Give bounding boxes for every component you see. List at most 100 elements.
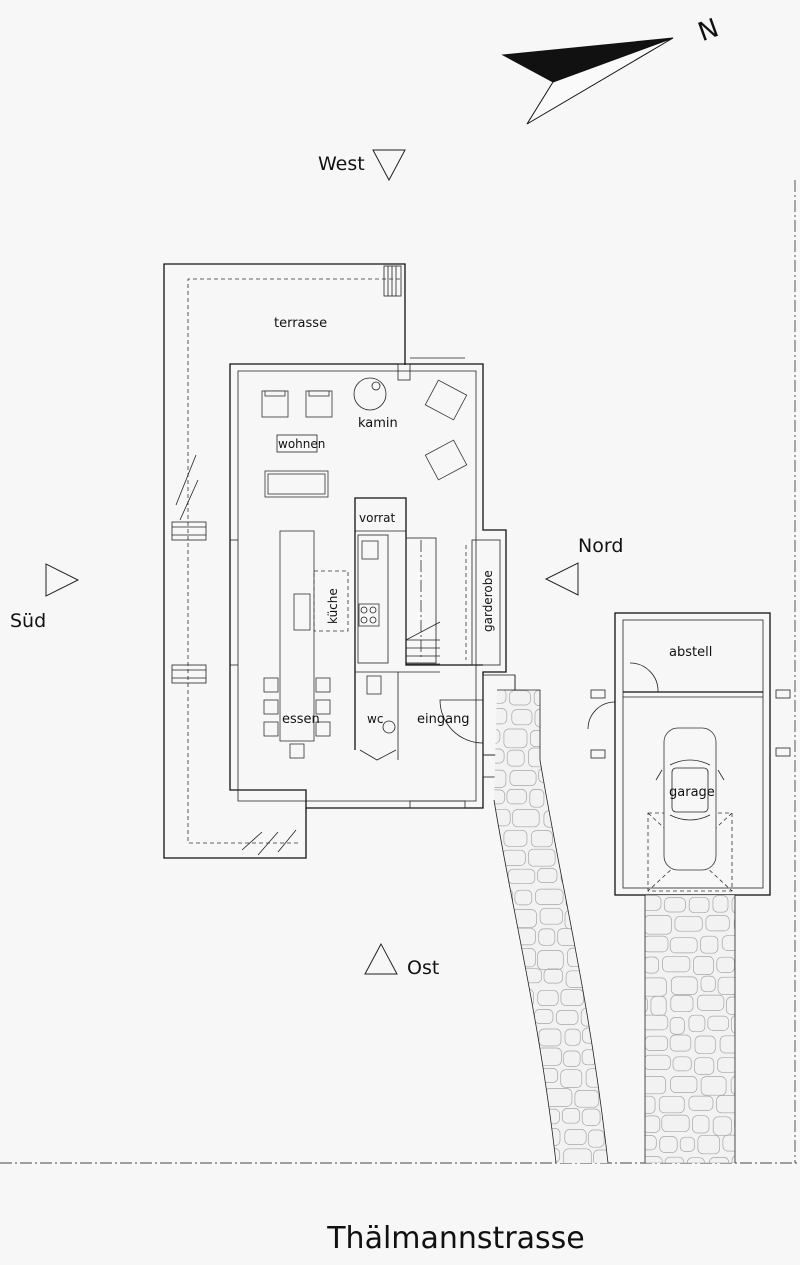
paving-stone [645,1076,667,1095]
paving-stone [692,1115,710,1134]
paving-stone [515,1047,532,1064]
paving-stone [494,1129,512,1146]
triangle-ost-icon [364,942,398,975]
paving-stone [697,994,725,1011]
paving-stone [731,896,735,914]
paving-stone [547,789,568,810]
paving-stone [575,829,600,846]
paving-stone [494,888,513,908]
orientation-ost: Ost [364,942,439,979]
paving-stone [494,848,501,864]
paving-stone [599,1049,608,1066]
paving-stone [529,789,545,808]
paving-stone [663,897,686,913]
paving-stone [589,968,608,984]
paving-stone [602,1089,608,1109]
room-terrasse: terrasse [274,316,327,331]
triangle-nord-icon [544,562,579,596]
paving-stone [716,1095,735,1114]
triangle-west-icon [372,149,406,182]
paving-stone [494,769,507,788]
paving-stone [588,1129,605,1148]
paving-stone [564,1028,581,1046]
paving-stone [719,1035,735,1054]
paving-stone [700,1076,727,1096]
paving-stone [537,950,564,970]
room-kamin: kamin [358,416,398,431]
paving-stone [592,788,608,804]
paving-stone [709,1157,730,1163]
paving-stone [494,989,504,1008]
paving-stone [588,908,608,928]
paving-stone [576,749,598,769]
paving-stone [563,1148,592,1163]
paving-stone [525,1088,540,1105]
paving-stone [662,955,691,973]
paving-stone [543,968,563,984]
paving-stone [494,1030,513,1049]
north-letter: N [694,13,723,48]
paving-stone [561,1108,581,1124]
paving-stone [670,1076,698,1093]
paving-stone [664,1156,685,1163]
paving-stone [717,1057,735,1073]
paving-stone [503,728,528,749]
paving-stone [538,1028,562,1047]
paving-stone [513,1130,537,1150]
orientation-nord: Nord [544,535,623,596]
paving-stone [560,989,584,1006]
driveway [645,895,735,1163]
paving-stone [508,1109,538,1125]
orientation-sued: Süd [10,563,80,632]
paving-stone [494,1088,501,1108]
paving-stone [645,997,648,1013]
paving-stone [721,935,735,951]
paving-stone [502,1090,522,1107]
paving-stone [494,908,509,926]
paving-stone [679,1136,695,1152]
paving-stone [494,948,505,966]
room-vorrat: vorrat [359,511,395,525]
paving-stone [564,1129,587,1145]
paving-stone [694,1057,715,1075]
paving-stone [585,769,601,786]
paving-stone [609,1029,632,1044]
paving-stone [512,809,540,828]
paving-stone [494,930,509,947]
paving-stone [645,1054,671,1070]
paving-stone [733,918,735,930]
paving-stone [582,927,607,946]
paving-stone [669,1034,692,1052]
paving-stone [556,829,572,846]
paving-stone [599,750,608,770]
paving-stone [554,728,576,745]
paving-stone [573,709,595,726]
paving-stone [688,1095,714,1111]
paving-stone [592,949,608,965]
room-garage: garage [669,785,715,800]
paving-stone [613,890,637,909]
paving-stone [506,789,527,805]
paving-stone [645,1115,661,1133]
paving-stone [560,869,588,885]
paving-stone [645,935,669,953]
paving-stone [595,810,608,829]
paving-stone [511,1009,531,1024]
paving-stone [645,1156,663,1163]
paving-stone [712,895,729,913]
paving-stone [494,1048,512,1067]
paving-stone [509,770,537,786]
paving-stone [494,869,505,888]
paving-stone [645,895,662,911]
paving-stone [555,1010,579,1025]
paving-stone [688,896,710,914]
paving-stone [502,1070,531,1087]
paving-stone [508,690,531,706]
paving-stone [560,1069,583,1088]
paving-stone [589,869,608,886]
paving-stone [697,1134,720,1155]
orientation-west: West [318,149,406,182]
paving-stone [734,1118,735,1129]
room-wohnen: wohnen [278,437,325,451]
street-name: Thälmannstrasse [326,1221,585,1256]
